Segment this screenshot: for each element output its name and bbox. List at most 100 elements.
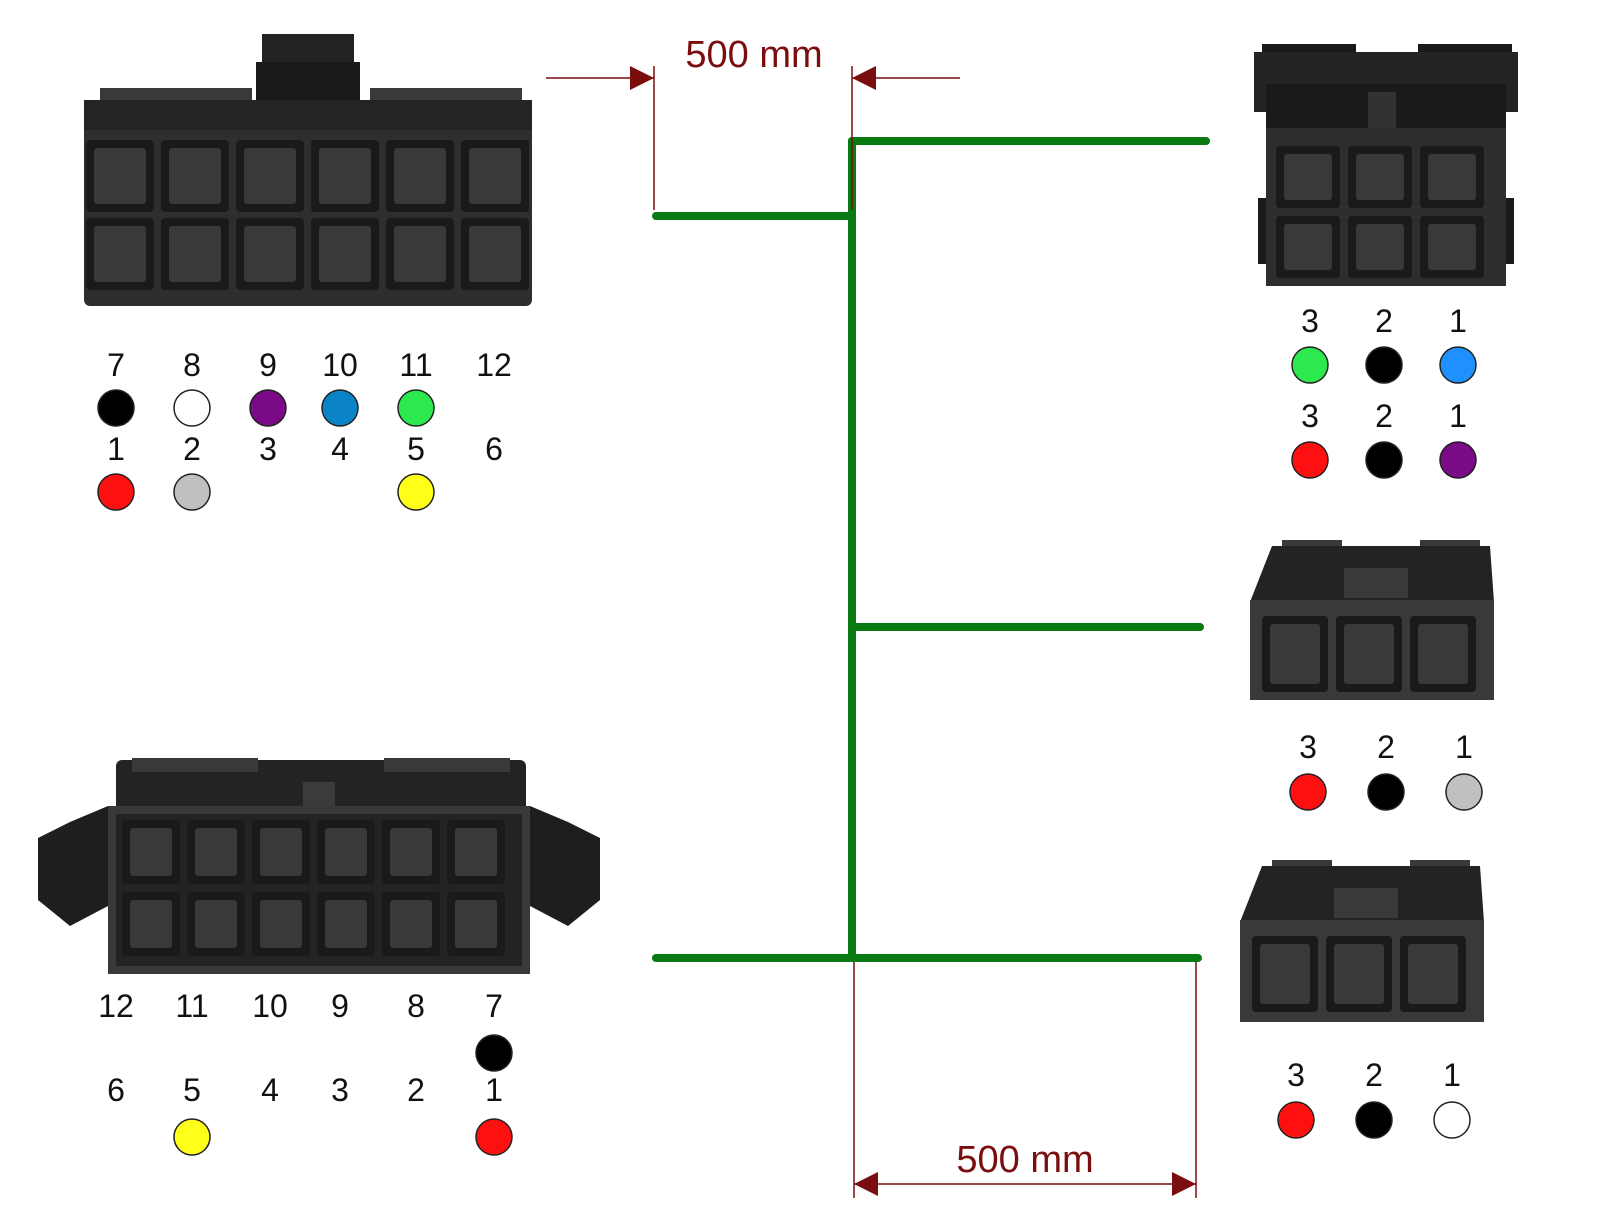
pinout-3pin-a: 3 2 1	[1289, 729, 1483, 811]
three-pin-a-cavity-inner	[1418, 624, 1468, 684]
connector-3pin-a	[1250, 540, 1494, 700]
rear-12pin-cavity-inner	[94, 226, 146, 282]
front-12pin-cavity-inner	[260, 900, 302, 948]
rear-12pin-wire-color-dot	[249, 389, 287, 427]
rear-12pin-pin-number: 10	[322, 347, 358, 383]
front-12pin-cavity-inner	[325, 900, 367, 948]
rear-12pin-cavity-inner	[469, 226, 521, 282]
rear-12pin-pin-number: 4	[331, 431, 349, 467]
front-12pin-cavity-inner	[390, 900, 432, 948]
six-pin-pin-number: 1	[1449, 398, 1467, 434]
front-12pin-pin-number: 1	[485, 1072, 503, 1108]
front-12pin-pin-number: 3	[331, 1072, 349, 1108]
three-pin-b-pin-number: 2	[1365, 1057, 1383, 1093]
front-12pin-pin-number: 10	[252, 988, 288, 1024]
front-12pin-pin-number: 6	[107, 1072, 125, 1108]
rear-12pin-wire-color-dot	[97, 389, 135, 427]
three-pin-b-cavity-inner	[1334, 944, 1384, 1004]
front-12pin-pin-number: 7	[485, 988, 503, 1024]
rear-12pin-cavity-inner	[244, 148, 296, 204]
front-12pin-pin-number: 2	[407, 1072, 425, 1108]
three-pin-a-cavity-inner	[1344, 624, 1394, 684]
three-pin-b-cavity-inner	[1408, 944, 1458, 1004]
rear-12pin-pin-number: 5	[407, 431, 425, 467]
rear-12pin-wire-color-dot	[173, 389, 211, 427]
three-pin-a-cavity-inner	[1270, 624, 1320, 684]
six-pin-wire-color-dot	[1291, 441, 1329, 479]
rear-12pin-pin-number: 2	[183, 431, 201, 467]
connector-12pin-front	[38, 758, 600, 974]
front-12pin-wire-color-dot	[475, 1118, 513, 1156]
six-pin-wire-color-dot	[1291, 346, 1329, 384]
front-12pin-pin-number: 9	[331, 988, 349, 1024]
cable-harness	[652, 137, 1210, 962]
six-pin-wire-color-dot	[1439, 441, 1477, 479]
three-pin-a-pin-number: 2	[1377, 729, 1395, 765]
six-pin-cavity-inner	[1356, 154, 1404, 200]
dimension-bottom	[853, 962, 1197, 1198]
connector-3pin-b	[1240, 860, 1484, 1022]
six-pin-wire-color-dot	[1365, 346, 1403, 384]
front-12pin-cavity-inner	[455, 828, 497, 876]
three-pin-a-pin-number: 1	[1455, 729, 1473, 765]
dimension-top	[546, 66, 960, 210]
rear-12pin-wire-color-dot	[397, 473, 435, 511]
six-pin-pin-number: 2	[1375, 303, 1393, 339]
connector-6pin	[1254, 44, 1518, 286]
rear-12pin-wire-color-dot	[97, 473, 135, 511]
six-pin-cavity-inner	[1356, 224, 1404, 270]
dimension-bottom-label: 500 mm	[956, 1139, 1093, 1181]
rear-12pin-cavity-inner	[469, 148, 521, 204]
front-12pin-pin-number: 8	[407, 988, 425, 1024]
rear-12pin-pin-number: 1	[107, 431, 125, 467]
three-pin-a-wire-color-dot	[1445, 773, 1483, 811]
six-pin-cavity-inner	[1284, 224, 1332, 270]
front-12pin-cavity-inner	[260, 828, 302, 876]
pinout-3pin-b: 3 2 1	[1277, 1057, 1471, 1139]
three-pin-b-wire-color-dot	[1277, 1101, 1315, 1139]
connector-12pin-rear	[84, 34, 532, 306]
rear-12pin-pin-number: 11	[399, 347, 432, 383]
front-12pin-wire-color-dot	[173, 1118, 211, 1156]
rear-12pin-cavity-inner	[319, 226, 371, 282]
rear-12pin-cavity-inner	[244, 226, 296, 282]
three-pin-a-pin-number: 3	[1299, 729, 1317, 765]
rear-12pin-pin-number: 12	[476, 347, 512, 383]
front-12pin-cavity-inner	[130, 828, 172, 876]
front-12pin-cavity-inner	[455, 900, 497, 948]
rear-12pin-pin-number: 8	[183, 347, 201, 383]
rear-12pin-pin-number: 3	[259, 431, 277, 467]
rear-12pin-cavity-inner	[169, 226, 221, 282]
rear-12pin-cavity-inner	[169, 148, 221, 204]
front-12pin-pin-number: 11	[175, 988, 208, 1024]
rear-12pin-cavity-inner	[94, 148, 146, 204]
six-pin-cavity-inner	[1428, 154, 1476, 200]
three-pin-b-cavity-inner	[1260, 944, 1310, 1004]
rear-12pin-wire-color-dot	[397, 389, 435, 427]
front-12pin-wire-color-dot	[475, 1034, 513, 1072]
six-pin-pin-number: 3	[1301, 303, 1319, 339]
front-12pin-cavity-inner	[195, 900, 237, 948]
front-12pin-cavity-inner	[130, 900, 172, 948]
rear-12pin-cavity-inner	[394, 148, 446, 204]
six-pin-cavity-inner	[1284, 154, 1332, 200]
three-pin-b-pin-number: 1	[1443, 1057, 1461, 1093]
dimension-top-label: 500 mm	[685, 34, 822, 76]
rear-12pin-wire-color-dot	[321, 389, 359, 427]
rear-12pin-pin-number: 9	[259, 347, 277, 383]
three-pin-a-wire-color-dot	[1367, 773, 1405, 811]
front-12pin-cavity-inner	[195, 828, 237, 876]
three-pin-b-wire-color-dot	[1433, 1101, 1471, 1139]
rear-12pin-cavity-inner	[394, 226, 446, 282]
six-pin-cavity-inner	[1428, 224, 1476, 270]
rear-12pin-cavity-inner	[319, 148, 371, 204]
three-pin-b-pin-number: 3	[1287, 1057, 1305, 1093]
front-12pin-cavity-inner	[390, 828, 432, 876]
six-pin-wire-color-dot	[1365, 441, 1403, 479]
rear-12pin-pin-number: 7	[107, 347, 125, 383]
front-12pin-pin-number: 12	[98, 988, 134, 1024]
